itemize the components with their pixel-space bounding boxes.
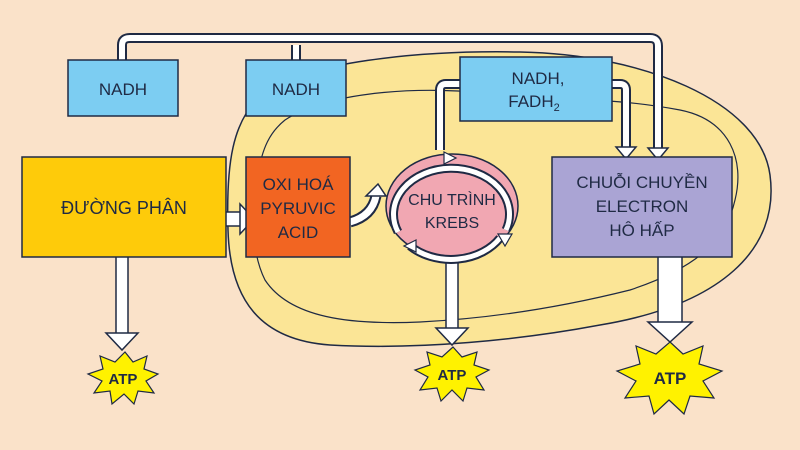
- etc-label-line3: HÔ HẤP: [609, 221, 674, 240]
- electron-transport-chain-box: CHUỖI CHUYỀN ELECTRON HÔ HẤP: [551, 156, 733, 258]
- glycolysis-label: ĐƯỜNG PHÂN: [61, 197, 187, 218]
- glycolysis-box: ĐƯỜNG PHÂN: [21, 156, 227, 258]
- fadh-text: FADH: [508, 92, 553, 111]
- nadh-label-pyruvate: NADH: [272, 80, 320, 99]
- krebs-label-line1: CHU TRÌNH: [408, 190, 496, 209]
- atp-star-krebs: ATP: [413, 346, 491, 403]
- pyruvate-label-line3: ACID: [278, 223, 319, 242]
- nadh-fadh2-box-krebs: NADH, FADH2: [459, 56, 613, 122]
- atp-label-glycolysis: ATP: [109, 371, 138, 388]
- etc-label-line1: CHUỖI CHUYỀN: [576, 173, 707, 192]
- krebs-cycle: CHU TRÌNH KREBS: [385, 151, 519, 264]
- atp-label-krebs: ATP: [438, 367, 467, 384]
- atp-star-etc: ATP: [615, 341, 724, 416]
- pyruvate-oxidation-box: OXI HOÁ PYRUVIC ACID: [245, 156, 351, 258]
- krebs-label-line2: KREBS: [425, 215, 479, 232]
- atp-star-glycolysis: ATP: [86, 351, 160, 406]
- nadh-box-glycolysis: NADH: [67, 59, 179, 117]
- krebs-arrowhead-left: [402, 239, 417, 253]
- arrowhead-to-etc-from-krebs: [614, 146, 638, 161]
- atp-label-etc: ATP: [654, 369, 687, 388]
- pyruvate-label-line2: PYRUVIC: [260, 199, 336, 218]
- arrowhead-to-etc-from-top: [646, 147, 670, 162]
- krebs-arrowhead-top: [443, 151, 458, 165]
- nadh-label-glycolysis: NADH: [99, 80, 147, 99]
- atp-arrows: [104, 254, 694, 352]
- nadh-box-pyruvate: NADH: [245, 59, 347, 117]
- krebs-arrowhead-right: [496, 233, 514, 248]
- fadh2-label-krebs: FADH2: [508, 92, 559, 114]
- arrow-pyruvate-to-krebs: [348, 182, 388, 228]
- pyruvate-label-line1: OXI HOÁ: [263, 175, 335, 194]
- fadh-subscript: 2: [554, 102, 560, 114]
- nadh-label-krebs: NADH,: [512, 69, 565, 88]
- etc-label-line2: ELECTRON: [596, 197, 689, 216]
